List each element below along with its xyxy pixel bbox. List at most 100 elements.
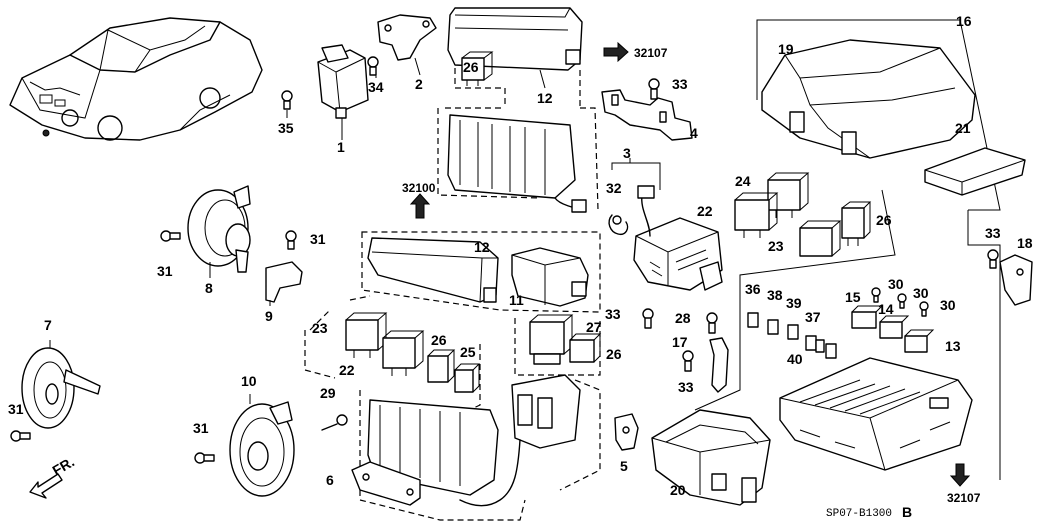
label-36: 36 [745,281,761,297]
label-29: 29 [320,385,336,401]
label-26-top: 26 [463,59,479,75]
relay-22-right [734,192,779,238]
label-22-left: 22 [339,362,355,378]
part-1-control-unit [317,44,369,140]
car-illustration [9,17,263,141]
part-6-bracket [351,461,421,506]
label-23-right: 23 [768,238,784,254]
screw-34 [367,56,379,78]
relay-15 [851,305,884,329]
relay-26-top [461,51,494,86]
part-4-bracket [601,89,693,141]
screw-28 [706,312,718,334]
part-5-clip [614,413,639,451]
screws-30 [871,287,929,317]
part-21-label [924,147,1026,196]
ref-32107-bottom: 32107 [947,491,981,505]
part-19-cover [756,19,1001,211]
fuse-37 [805,335,817,351]
part-18-bracket [999,254,1033,306]
label-15: 15 [845,289,861,305]
label-18: 18 [1017,235,1033,251]
fuse-box-lower [359,374,601,521]
label-31-c: 31 [8,401,24,417]
fuse-box-upper [437,107,599,213]
part-7-horn [21,340,101,429]
label-31-a: 31 [310,231,326,247]
label-35: 35 [278,120,294,136]
ref-32107-top: 32107 [634,46,668,60]
arrow-ref-32107-bottom [949,463,971,487]
screw-33-c [682,350,694,372]
arrow-ref-32100 [409,193,431,219]
screw-33-a [648,78,660,100]
label-26-right: 26 [876,212,892,228]
screw-33-d [642,308,654,329]
ref-32100: 32100 [402,181,436,195]
label-39: 39 [786,295,802,311]
label-24: 24 [735,173,751,189]
label-31-b: 31 [157,263,173,279]
relay-23-right [799,220,842,257]
part-10-horn [229,394,295,497]
label-10: 10 [241,373,257,389]
label-7: 7 [44,317,52,333]
label-2: 2 [415,76,423,92]
relay-26-right [841,201,872,246]
label-22-right: 22 [697,203,713,219]
part-3-module [608,158,723,291]
label-33-b: 33 [985,225,1001,241]
label-21: 21 [955,120,971,136]
arrow-ref-32107-top [603,41,629,63]
label-26-mid: 26 [606,346,622,362]
front-arrow [29,473,63,499]
label-6: 6 [326,472,334,488]
fuse-cover-12-middle [361,231,601,313]
label-26-left: 26 [431,332,447,348]
label-20: 20 [670,482,686,498]
part-20-box [651,409,771,506]
label-9: 9 [265,308,273,324]
relay-23-left [345,312,388,358]
fuse-box-base-right [779,357,973,471]
fuse-38 [767,319,779,335]
diagram-code-suffix: B [902,504,912,520]
screw-31-c [10,430,31,442]
relay-27 [529,314,574,365]
label-33-c: 33 [678,379,694,395]
relay-25 [454,363,481,393]
label-33-d: 33 [605,306,621,322]
label-25: 25 [460,344,476,360]
label-5: 5 [620,458,628,474]
label-28: 28 [675,310,691,326]
relay-14 [879,315,910,339]
label-4: 4 [690,125,698,141]
part-2-bracket [377,14,437,76]
fuse-39 [787,324,799,340]
label-32: 32 [606,180,622,196]
label-30-b: 30 [913,285,929,301]
label-30-a: 30 [888,276,904,292]
label-1: 1 [337,139,345,155]
relay-24 [767,172,810,218]
front-label: FR. [50,453,78,478]
relay-22-left [382,330,425,376]
label-30-c: 30 [940,297,956,313]
label-12-top: 12 [537,90,553,106]
label-13: 13 [945,338,961,354]
label-17: 17 [672,334,688,350]
label-14: 14 [878,301,894,317]
screw-35 [281,90,293,118]
fuse-40 [815,339,837,359]
part-8-horn [187,185,251,278]
label-16: 16 [956,13,972,29]
relay-26-left [427,349,456,383]
part-11-box [511,247,589,307]
screw-31-d [194,452,215,464]
label-31-d: 31 [193,420,209,436]
label-40: 40 [787,351,803,367]
diagram-code: SP07-B1300 [826,508,892,520]
label-8: 8 [205,280,213,296]
label-19: 19 [778,41,794,57]
